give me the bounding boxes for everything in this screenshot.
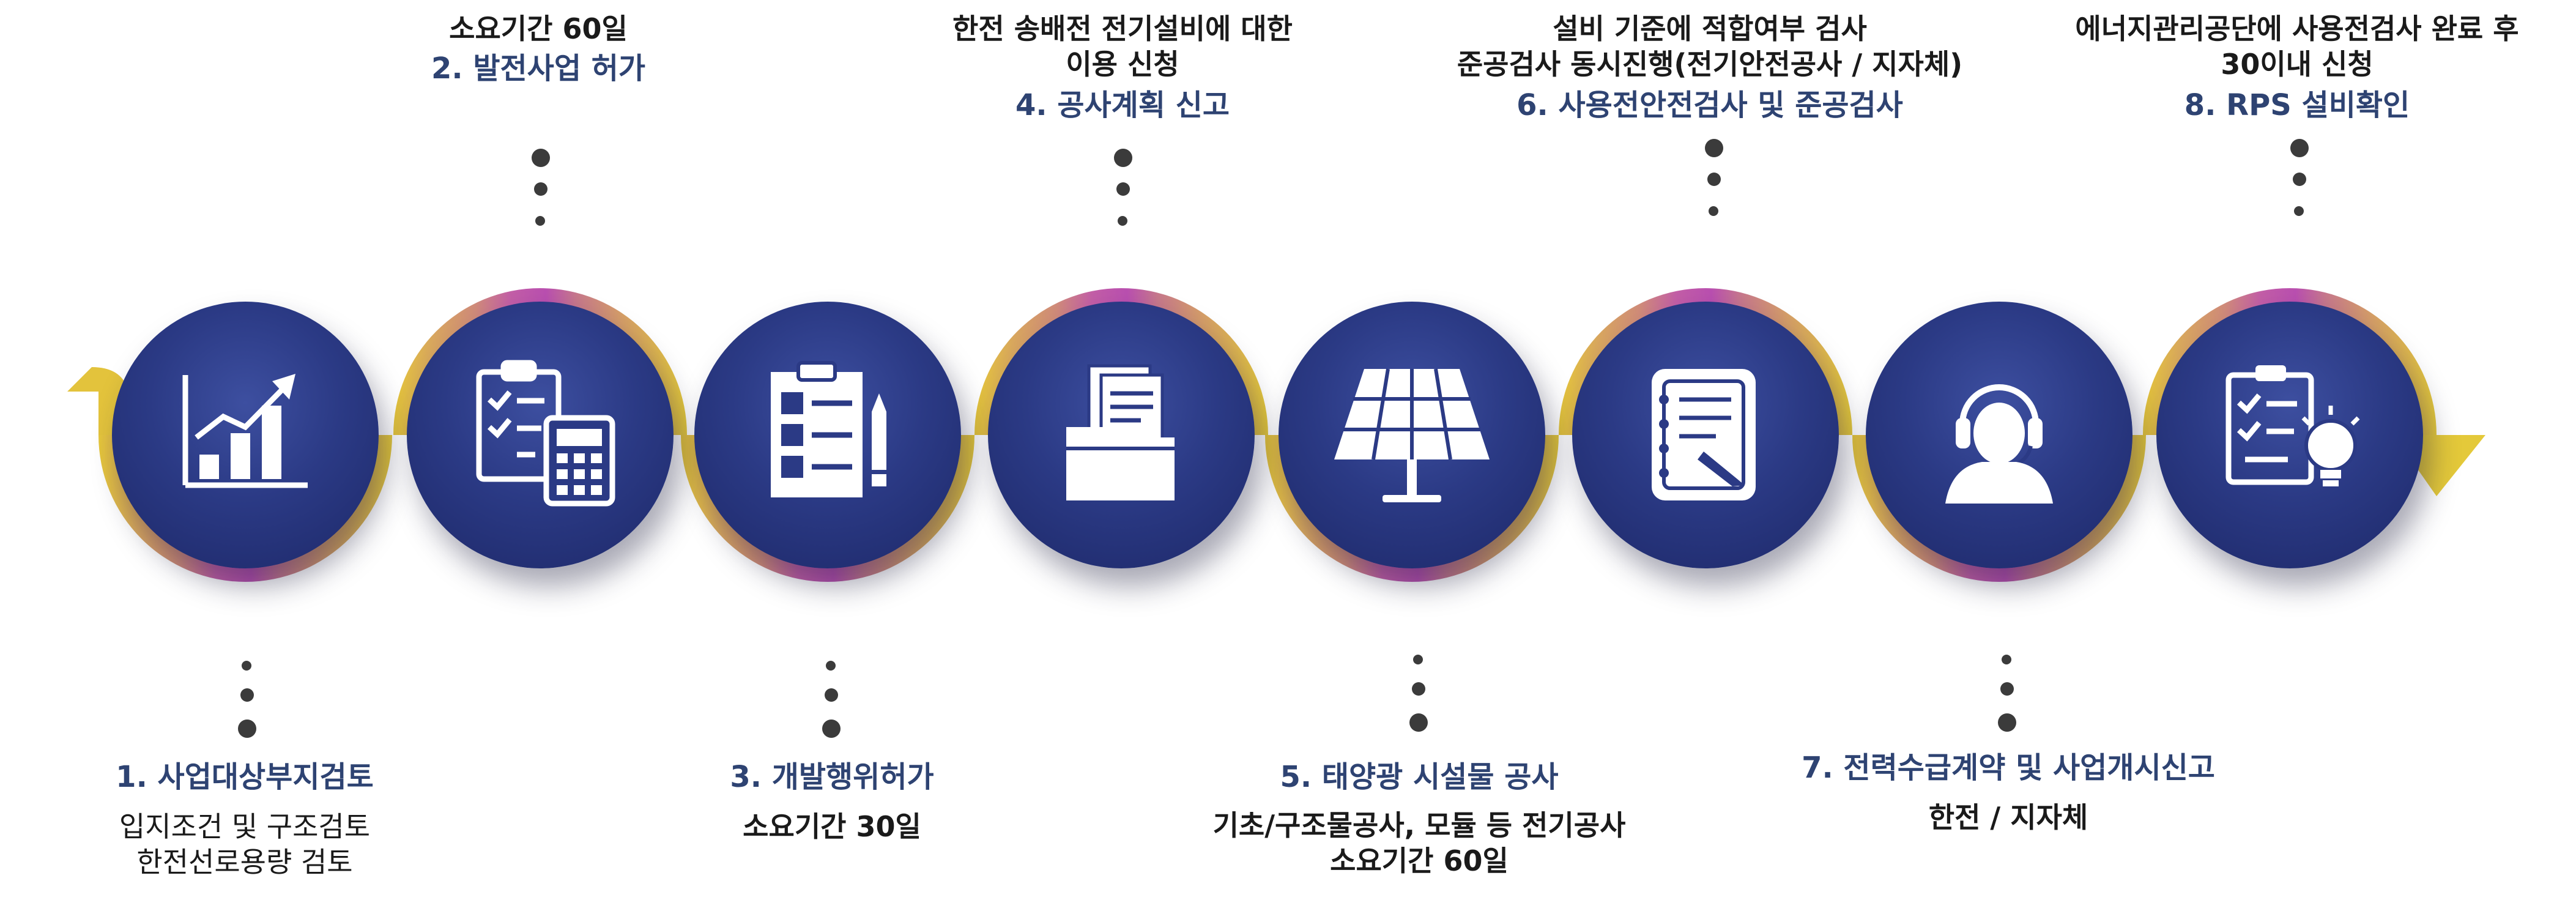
step-1-title-text: 사업대상부지검토 <box>157 760 374 794</box>
step-7-desc-1: 한전 / 지자체 <box>1928 801 2088 834</box>
step-6-desc-2: 준공검사 동시진행(전기안전공사 / 지자체) <box>1457 48 1963 81</box>
step-4-node <box>988 302 1255 568</box>
step-8-desc-1: 에너지관리공단에 사용전검사 완료 후 <box>2075 12 2519 45</box>
step-6-connector <box>1693 139 1730 225</box>
step-4-title-text: 공사계획 신고 <box>1057 88 1230 122</box>
step-1-title: 1. 사업대상부지검토 <box>116 759 374 795</box>
checklist-calculator-icon <box>476 360 615 507</box>
step-8-number: 8. <box>2184 88 2216 122</box>
step-6-title: 6. 사용전안전검사 및 준공검사 <box>1457 87 1962 124</box>
step-8-desc-2: 30이내 신청 <box>2221 48 2374 81</box>
step-4-label: 한전 송배전 전기설비에 대한 이용 신청 4. 공사계획 신고 <box>952 11 1293 124</box>
step-5-title-text: 태양광 시설물 공사 <box>1321 760 1559 794</box>
step-3-connector <box>811 661 847 740</box>
step-3-label: 3. 개발행위허가 소요기간 30일 <box>730 759 934 844</box>
step-8-title: 8. RPS 설비확인 <box>2075 87 2518 124</box>
step-1-desc-2: 한전선로용량 검토 <box>136 846 353 879</box>
step-4-connector <box>1102 149 1139 234</box>
step-6-title-text: 사용전안전검사 및 준공검사 <box>1558 88 1903 122</box>
step-7-title: 7. 전력수급계약 및 사업개시신고 <box>1802 749 2215 786</box>
step-2-desc-1: 소요기간 60일 <box>449 12 628 45</box>
clipboard-pencil-icon <box>771 361 886 497</box>
folder-documents-icon <box>1066 364 1175 500</box>
step-1-number: 1. <box>116 760 147 794</box>
step-2-node <box>407 302 674 568</box>
step-6-label: 설비 기준에 적합여부 검사 준공검사 동시진행(전기안전공사 / 지자체) 6… <box>1457 11 1962 124</box>
step-4-title: 4. 공사계획 신고 <box>952 87 1293 124</box>
chart-growth-icon <box>182 374 308 488</box>
step-5-title: 5. 태양광 시설물 공사 <box>1213 759 1626 795</box>
step-7-node <box>1866 302 2132 568</box>
step-1-connector <box>226 661 263 740</box>
step-8-node <box>2156 302 2423 568</box>
step-5-number: 5. <box>1280 760 1312 794</box>
step-7-title-text: 전력수급계약 및 사업개시신고 <box>1843 751 2215 785</box>
step-1-desc-1: 입지조건 및 구조검토 <box>119 810 371 843</box>
step-5-node <box>1279 302 1545 568</box>
step-7-label: 7. 전력수급계약 및 사업개시신고 한전 / 지자체 <box>1802 749 2215 835</box>
step-2-connector <box>520 149 557 234</box>
checklist-lightbulb-icon <box>2225 365 2360 486</box>
step-8-label: 에너지관리공단에 사용전검사 완료 후 30이내 신청 8. RPS 설비확인 <box>2075 11 2518 124</box>
step-5-connector <box>1398 655 1435 734</box>
step-2-number: 2. <box>431 51 463 86</box>
step-6-number: 6. <box>1516 88 1548 122</box>
step-1-label: 1. 사업대상부지검토 입지조건 및 구조검토 한전선로용량 검토 <box>116 759 374 880</box>
headset-operator-icon <box>1945 384 2053 504</box>
step-2-title-text: 발전사업 허가 <box>473 51 646 86</box>
step-3-title-text: 개발행위허가 <box>771 760 934 794</box>
step-3-number: 3. <box>730 760 762 794</box>
step-5-label: 5. 태양광 시설물 공사 기초/구조물공사, 모듈 등 전기공사 소요기간 6… <box>1213 759 1626 879</box>
solar-panel-icon <box>1334 368 1490 502</box>
step-4-desc-1: 한전 송배전 전기설비에 대한 <box>952 12 1293 45</box>
notepad-pen-icon <box>1652 369 1756 500</box>
step-7-connector <box>1986 655 2023 734</box>
step-6-node <box>1572 302 1839 568</box>
step-5-desc-1: 기초/구조물공사, 모듈 등 전기공사 <box>1212 809 1626 842</box>
step-3-title: 3. 개발행위허가 <box>730 759 934 795</box>
step-7-number: 7. <box>1802 751 1833 785</box>
step-3-desc-1: 소요기간 30일 <box>743 810 921 843</box>
step-5-desc-2: 소요기간 60일 <box>1330 844 1509 877</box>
step-1-node <box>112 302 379 568</box>
step-2-title: 2. 발전사업 허가 <box>431 50 645 87</box>
step-2-label: 소요기간 60일 2. 발전사업 허가 <box>431 11 645 87</box>
step-6-desc-1: 설비 기준에 적합여부 검사 <box>1553 12 1867 45</box>
step-8-title-text: RPS 설비확인 <box>2226 88 2410 122</box>
step-4-desc-2: 이용 신청 <box>1066 48 1179 81</box>
step-4-number: 4. <box>1015 88 1047 122</box>
step-3-node <box>694 302 961 568</box>
step-8-connector <box>2279 139 2315 225</box>
